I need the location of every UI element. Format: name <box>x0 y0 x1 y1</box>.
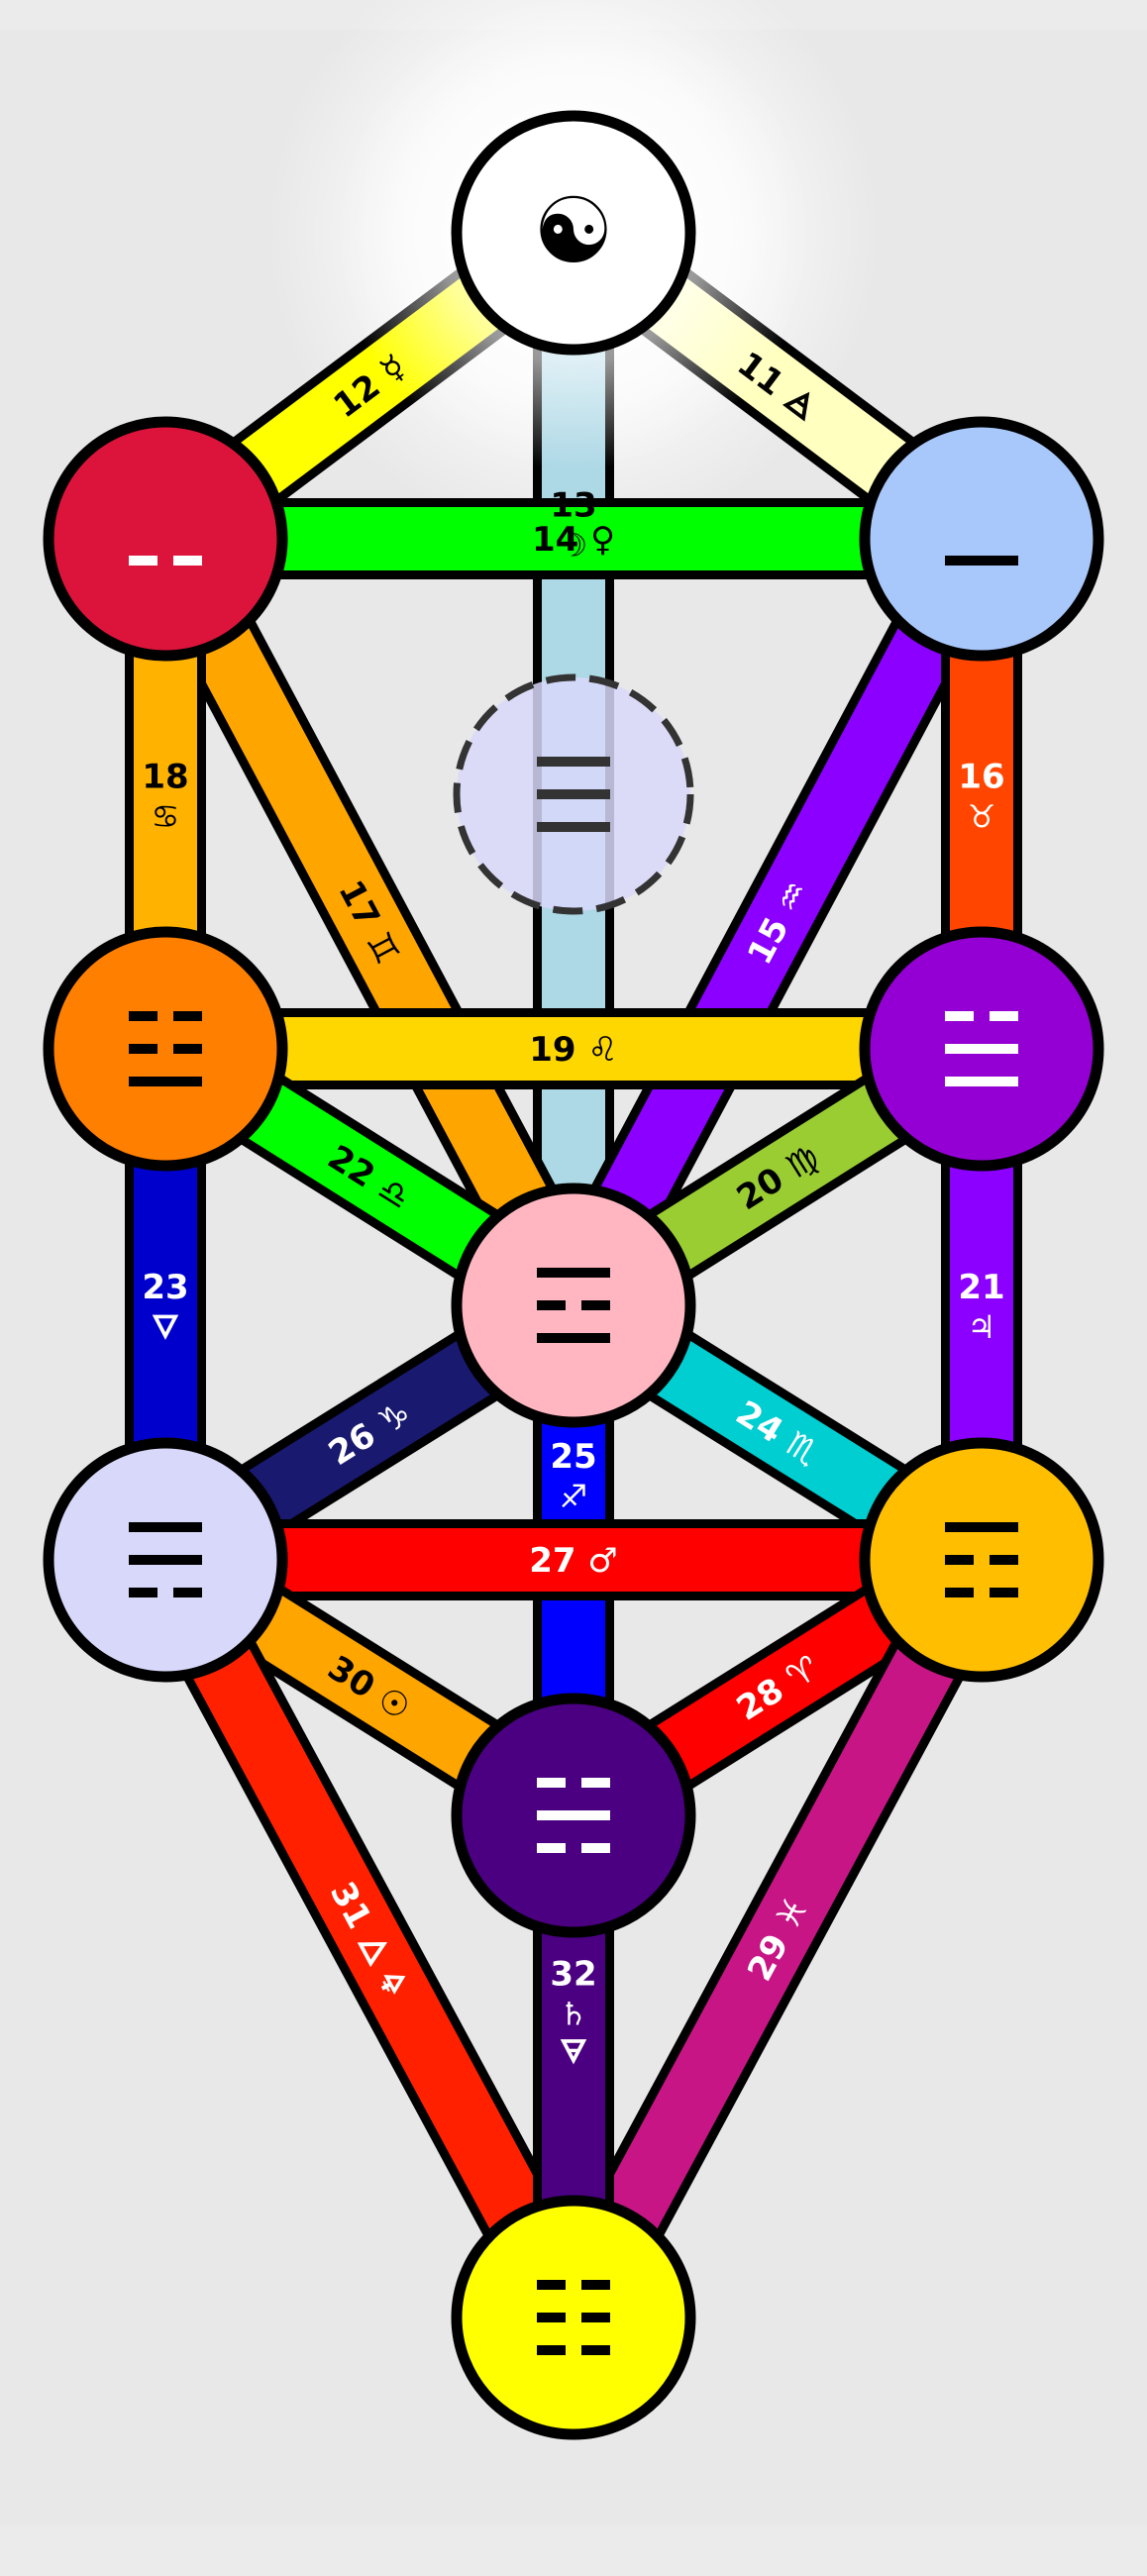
path-number: 21 <box>958 1268 1004 1307</box>
sphere-s1: ☯ <box>451 110 696 356</box>
path-17-fill <box>137 523 602 1321</box>
path-31 <box>129 1540 610 2337</box>
astro-symbol-icon: 🜃 <box>560 2032 587 2070</box>
trigram-line-solid <box>537 1333 610 1343</box>
path-number: 13 <box>550 485 596 525</box>
path-29 <box>537 1540 1018 2337</box>
trigram-line-solid <box>945 556 1018 566</box>
sphere-s8 <box>43 1437 288 1683</box>
astro-symbol-icon: 🜄 <box>152 1308 179 1346</box>
path-label-27: 27 ♂ <box>529 1541 618 1581</box>
trigram-line-broken <box>129 1011 202 1021</box>
sphere-s5 <box>43 926 288 1172</box>
sphere-s3-disc <box>43 416 288 662</box>
trigram-line-broken <box>945 1555 1018 1565</box>
path-number: 16 <box>958 758 1004 797</box>
path-label-14: 14 ♀ <box>532 520 615 560</box>
trigram-line-broken <box>537 1300 610 1310</box>
trigram-line-broken <box>537 1778 610 1788</box>
sphere-s7 <box>859 1437 1104 1683</box>
path-number: 18 <box>142 758 188 797</box>
sphere-s2 <box>859 416 1104 662</box>
astro-symbol-icon: ♄ <box>560 1995 588 2032</box>
trigram-line-broken <box>129 1588 202 1597</box>
path-number: 25 <box>550 1437 596 1477</box>
trigram-line-broken <box>537 2280 610 2290</box>
trigram-line-solid <box>129 1522 202 1532</box>
spheres-layer: ☯ <box>43 110 1104 2440</box>
path-label-32: 32♄🜃 <box>550 1954 596 2070</box>
sphere-s6-disc <box>451 1183 696 1428</box>
trigram-line-solid <box>945 1077 1018 1086</box>
astro-symbol-icon: ♃ <box>968 1308 996 1346</box>
path-31-fill <box>137 1544 602 2333</box>
sphere-s5-disc <box>43 926 288 1172</box>
trigram-line-broken <box>537 2345 610 2355</box>
path-number: 23 <box>142 1268 188 1307</box>
sphere-daath <box>453 673 694 915</box>
sphere-s3 <box>43 416 288 662</box>
sphere-s10 <box>451 2195 696 2440</box>
path-number-and-symbol: 27 ♂ <box>529 1541 618 1581</box>
path-label-19: 19 ♌ <box>529 1030 618 1070</box>
path-label-25: 25♐ <box>550 1437 596 1515</box>
trigram-line-broken <box>945 1011 1018 1021</box>
path-17 <box>129 519 610 1325</box>
path-label-13: 13☽ <box>550 485 596 564</box>
path-label-21: 21♃ <box>958 1268 1004 1346</box>
astro-symbol-icon: ☽ <box>560 526 588 564</box>
sphere-s6 <box>451 1183 696 1428</box>
trigram-line-broken <box>129 1044 202 1054</box>
path-label-18: 18♋ <box>142 758 188 836</box>
trigram-line-solid <box>537 1810 610 1820</box>
sphere-s2-disc <box>859 416 1104 662</box>
path-15-fill <box>545 523 1010 1321</box>
sphere-s4 <box>859 926 1104 1172</box>
path-label-23: 23🜄 <box>142 1268 188 1346</box>
yin-yang-icon: ☯ <box>533 178 614 284</box>
trigram-line-solid <box>129 1555 202 1565</box>
astro-symbol-icon: ♉ <box>968 798 996 836</box>
sphere-s10-disc <box>451 2195 696 2440</box>
sphere-s7-disc <box>859 1437 1104 1683</box>
trigram-line-solid <box>537 757 610 767</box>
sphere-s1-disc <box>451 110 696 356</box>
trigram-line-solid <box>129 1077 202 1086</box>
path-29-fill <box>545 1544 1010 2333</box>
sphere-s9 <box>451 1693 696 1938</box>
trigram-line-broken <box>129 556 202 566</box>
trigram-line-solid <box>945 1044 1018 1054</box>
trigram-line-broken <box>537 1843 610 1853</box>
trigram-line-solid <box>945 1522 1018 1532</box>
astro-symbol-icon: ♋ <box>152 798 180 836</box>
path-number: 32 <box>550 1954 596 1994</box>
path-number-and-symbol: 14 ♀ <box>532 520 615 560</box>
trigram-line-broken <box>945 1588 1018 1597</box>
path-15 <box>537 519 1018 1325</box>
trigram-line-solid <box>537 789 610 799</box>
trigram-line-solid <box>537 1268 610 1278</box>
path-label-16: 16♉ <box>958 758 1004 836</box>
path-number-and-symbol: 19 ♌ <box>529 1030 618 1070</box>
trigram-line-solid <box>537 822 610 832</box>
trigram-line-broken <box>537 2313 610 2322</box>
astro-symbol-icon: ♐ <box>560 1478 588 1515</box>
